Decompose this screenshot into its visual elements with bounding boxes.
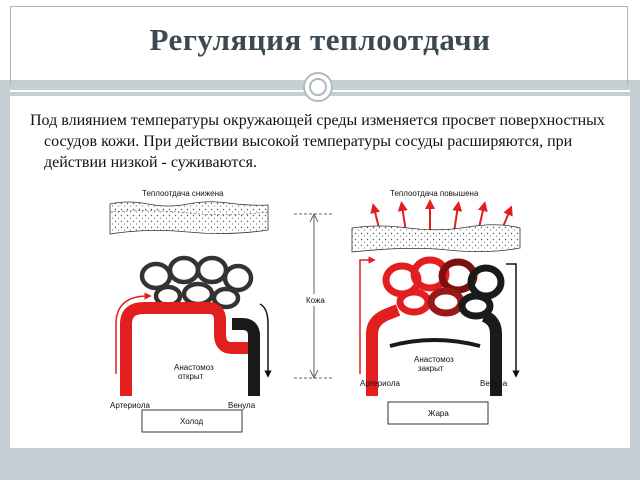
left-outflow-arrow xyxy=(259,303,272,378)
left-anastomosis-label-2: открыт xyxy=(178,372,204,381)
left-caption: Теплоотдача снижена xyxy=(142,189,224,198)
right-anastomosis-label-2: закрыт xyxy=(418,364,444,373)
left-condition-label: Холод xyxy=(180,417,204,426)
skin-label: Кожа xyxy=(306,296,325,305)
left-anastomosis-label-1: Анастомоз xyxy=(174,363,214,372)
title-band xyxy=(0,0,640,80)
left-skin-layer xyxy=(109,201,269,235)
left-panel: Теплоотдача снижена Анастомоз открыт Арт… xyxy=(109,189,272,433)
divider-ornament-icon xyxy=(303,72,333,102)
right-panel: Теплоотдача повышена Анастомоз xyxy=(351,189,521,425)
left-condition-box xyxy=(141,409,243,433)
right-skin-layer xyxy=(351,224,521,253)
right-outflow-arrow xyxy=(506,263,520,378)
right-condition-box xyxy=(387,401,489,425)
left-inflow-arrow xyxy=(115,292,152,374)
right-venule-vessel xyxy=(481,310,502,396)
right-caption: Теплоотдача повышена xyxy=(390,189,479,198)
thermoregulation-figure: Теплоотдача снижена Анастомоз открыт Арт… xyxy=(108,184,524,442)
right-capillary-network xyxy=(382,256,505,320)
right-arteriole-vessel xyxy=(366,304,401,396)
slide-body-text: Под влиянием температуры окружающей сред… xyxy=(30,112,605,171)
title-frame xyxy=(10,6,628,86)
right-inflow-arrow xyxy=(359,256,376,374)
figure-svg: Теплоотдача снижена Анастомоз открыт Арт… xyxy=(109,189,521,433)
left-arteriole-label: Артериола xyxy=(110,401,150,410)
right-anastomosis-label-1: Анастомоз xyxy=(414,355,454,364)
left-venule-vessel xyxy=(232,318,260,396)
slide-title: Регуляция теплоотдачи xyxy=(149,22,491,57)
bottom-band xyxy=(10,448,630,470)
left-arteriole-vessel xyxy=(120,302,260,396)
right-arteriole-label: Артериола xyxy=(360,379,400,388)
left-capillary-network xyxy=(139,255,254,310)
left-venule-label: Венула xyxy=(228,401,256,410)
right-condition-label: Жара xyxy=(428,409,449,418)
right-closed-anastomosis xyxy=(389,338,481,348)
right-venule-label: Венула xyxy=(480,379,508,388)
skin-dimension-marker: Кожа xyxy=(294,213,334,379)
